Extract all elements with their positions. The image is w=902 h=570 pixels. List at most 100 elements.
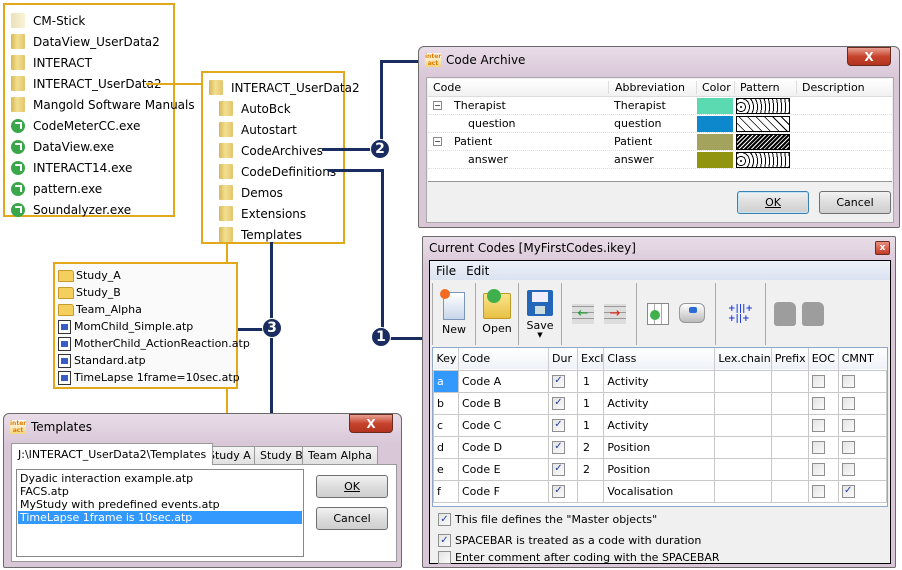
folder-demos[interactable]: Demos — [203, 182, 343, 203]
checkbox-checked[interactable]: ✓ — [552, 396, 565, 410]
checkbox-checked[interactable]: ✓ — [552, 484, 565, 498]
cell-excl[interactable]: 1 — [576, 391, 605, 415]
ok-button[interactable]: OK — [316, 475, 388, 498]
cell-cmnt[interactable] — [837, 435, 888, 459]
checkbox-checked[interactable]: ✓ — [552, 462, 565, 476]
import-table-icon[interactable] — [647, 302, 669, 325]
cell-cmnt[interactable]: ✓ — [837, 479, 888, 503]
close-button[interactable]: X — [349, 414, 393, 433]
cell-code[interactable]: Code F — [458, 479, 549, 503]
column-header-eoc[interactable]: EOC — [808, 348, 839, 370]
cell-code[interactable]: Code C — [458, 413, 549, 437]
column-header-excl[interactable]: Excl — [577, 348, 605, 370]
cell-lex-chain[interactable] — [714, 435, 772, 459]
cell-excl[interactable]: 1 — [576, 369, 605, 393]
column-header-description[interactable]: Description — [796, 81, 892, 94]
cell-excl[interactable]: 1 — [576, 413, 605, 437]
cell-lex-chain[interactable] — [714, 391, 772, 415]
cell-class[interactable]: Vocalisation — [603, 479, 716, 503]
new-button[interactable]: New — [437, 288, 471, 336]
cell-key[interactable]: e — [433, 457, 459, 481]
tab-team-alpha[interactable]: Team Alpha — [302, 446, 378, 464]
cell-cmnt[interactable] — [837, 457, 888, 481]
column-header-lex-chain[interactable]: Lex.chain — [714, 348, 772, 370]
cell-dur[interactable]: ✓ — [548, 479, 578, 503]
checkbox-checked[interactable]: ✓ — [552, 374, 565, 388]
cell-cmnt[interactable] — [837, 369, 888, 393]
cell-key[interactable]: d — [433, 435, 459, 459]
collapse-icon[interactable]: − — [433, 137, 442, 146]
open-button[interactable]: Open — [480, 288, 514, 335]
tab-study-b[interactable]: Study B — [254, 446, 309, 464]
cell-excl[interactable] — [576, 479, 605, 503]
cell-eoc[interactable] — [807, 479, 839, 503]
cell-code[interactable]: Code D — [458, 435, 549, 459]
cell-class[interactable]: Position — [603, 457, 716, 481]
folder-codearchives[interactable]: CodeArchives — [203, 140, 343, 161]
checkbox-unchecked[interactable] — [811, 374, 825, 388]
folder-item[interactable]: Study_B — [55, 284, 236, 301]
checkbox-unchecked[interactable] — [811, 440, 825, 454]
column-header-color[interactable]: Color — [696, 81, 734, 94]
cancel-button[interactable]: Cancel — [819, 191, 891, 214]
file-item[interactable]: MotherChild_ActionReaction.atp — [55, 335, 250, 352]
menu-file[interactable]: File — [436, 263, 457, 278]
tab-templates-root[interactable]: J:\INTERACT_UserData2\Templates — [11, 443, 214, 465]
tree-row[interactable]: answer answer — [428, 151, 892, 169]
cell-code[interactable]: Code B — [458, 391, 549, 415]
close-button[interactable]: X — [847, 47, 891, 66]
cell-prefix[interactable] — [770, 413, 809, 437]
checkbox-checked[interactable]: ✓ — [438, 534, 451, 547]
checkbox-checked[interactable]: ✓ — [552, 440, 565, 454]
file-item[interactable]: MomChild_Simple.atp — [55, 318, 236, 335]
folder-item[interactable]: Team_Alpha — [55, 301, 236, 318]
checkbox-checked[interactable]: ✓ — [438, 513, 451, 526]
cell-cmnt[interactable] — [837, 391, 888, 415]
checkbox-unchecked[interactable] — [841, 418, 855, 432]
column-header-pattern[interactable]: Pattern — [734, 81, 796, 94]
option-spacebar-duration[interactable]: ✓SPACEBAR is treated as a code with dura… — [438, 532, 720, 549]
file-item[interactable]: TimeLapse 1frame=10sec.atp — [55, 369, 240, 386]
list-item[interactable]: MyStudy with predefined events.atp — [20, 498, 220, 511]
ok-button[interactable]: OK — [737, 191, 809, 214]
cell-lex-chain[interactable] — [714, 369, 772, 393]
cell-prefix[interactable] — [770, 479, 809, 503]
tree-row[interactable]: −Therapist Therapist — [428, 97, 892, 115]
dropdown-arrow-icon[interactable]: ▼ — [537, 330, 543, 339]
explorer-item[interactable]: CM-Stick — [5, 10, 173, 31]
explorer-item[interactable]: Mangold Software Manuals — [5, 94, 195, 115]
cell-excl[interactable]: 2 — [576, 457, 605, 481]
folder-autostart[interactable]: Autostart — [203, 119, 343, 140]
cell-prefix[interactable] — [770, 435, 809, 459]
cell-eoc[interactable] — [807, 457, 839, 481]
checkbox-unchecked[interactable] — [841, 374, 855, 388]
cell-key[interactable]: a — [433, 369, 459, 393]
checkbox-unchecked[interactable] — [841, 462, 855, 476]
cell-class[interactable]: Position — [603, 435, 716, 459]
checkbox-unchecked[interactable] — [811, 462, 825, 476]
cell-prefix[interactable] — [770, 457, 809, 481]
column-width-icon[interactable]: +|||++||+ — [728, 303, 753, 324]
explorer-item[interactable]: INTERACT — [5, 52, 173, 73]
cell-excl[interactable]: 2 — [576, 435, 605, 459]
cell-cmnt[interactable] — [837, 413, 888, 437]
cell-prefix[interactable] — [770, 369, 809, 393]
list-item[interactable]: FACS.atp — [20, 485, 69, 498]
checkbox-unchecked[interactable] — [438, 551, 451, 564]
file-item[interactable]: Standard.atp — [55, 352, 236, 369]
cell-prefix[interactable] — [770, 391, 809, 415]
template-file-list[interactable]: Dyadic interaction example.atp FACS.atp … — [16, 469, 304, 557]
cell-class[interactable]: Activity — [603, 413, 716, 437]
cell-lex-chain[interactable] — [714, 413, 772, 437]
list-item[interactable]: Dyadic interaction example.atp — [20, 472, 194, 485]
column-header-cmnt[interactable]: CMNT — [841, 352, 874, 366]
folder-templates[interactable]: Templates — [203, 224, 343, 245]
explorer-item[interactable]: DataView_UserData2 — [5, 31, 173, 52]
cell-dur[interactable]: ✓ — [548, 391, 578, 415]
explorer-item[interactable]: Soundalyzer.exe — [5, 199, 173, 220]
cell-key[interactable]: c — [433, 413, 459, 437]
folder-codedefinitions[interactable]: CodeDefinitions — [203, 161, 343, 182]
